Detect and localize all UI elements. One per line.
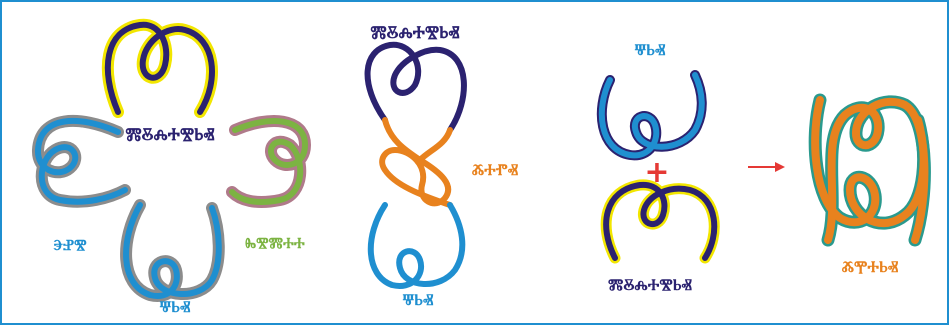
chain-right-label: ⰆⰀⰒⰟ [472,160,519,179]
equation-bottom-navy-loop [606,185,714,258]
chain-bottom-blue-loop [371,205,463,286]
result-orange-glyph [815,100,924,240]
result-label: ⰆⰉⰀⰓⰟ [842,257,899,276]
equation-top-blue-loop [602,75,702,155]
clover-right-label: ⰈⰊⰏⰀⰀ [245,234,305,252]
clover-bottom-label: ⰛⰓⰟ [160,297,191,316]
chain-middle-orange-loop [382,120,450,205]
equation-bottom-label: ⰏⰋⰎⰀⰊⰓⰟ [608,275,692,294]
clover-right-green-loop [232,121,305,202]
clover-bottom-blue-loop [126,205,219,296]
clover-left-blue-loop [38,121,125,202]
chain-top-label: ⰏⰋⰎⰀⰊⰓⰟ [370,23,459,43]
chain-top-navy-loop [368,45,464,130]
clover-top-label: ⰏⰋⰎⰀⰊⰓⰟ [125,125,214,145]
clover-top-navy-loop [108,25,212,112]
clover-left-label: ⰅⰐⰊ [53,236,87,254]
arrow-right-icon [748,162,785,172]
equation-top-label: ⰛⰓⰟ [635,40,666,59]
chain-bottom-label: ⰛⰓⰟ [403,290,434,309]
